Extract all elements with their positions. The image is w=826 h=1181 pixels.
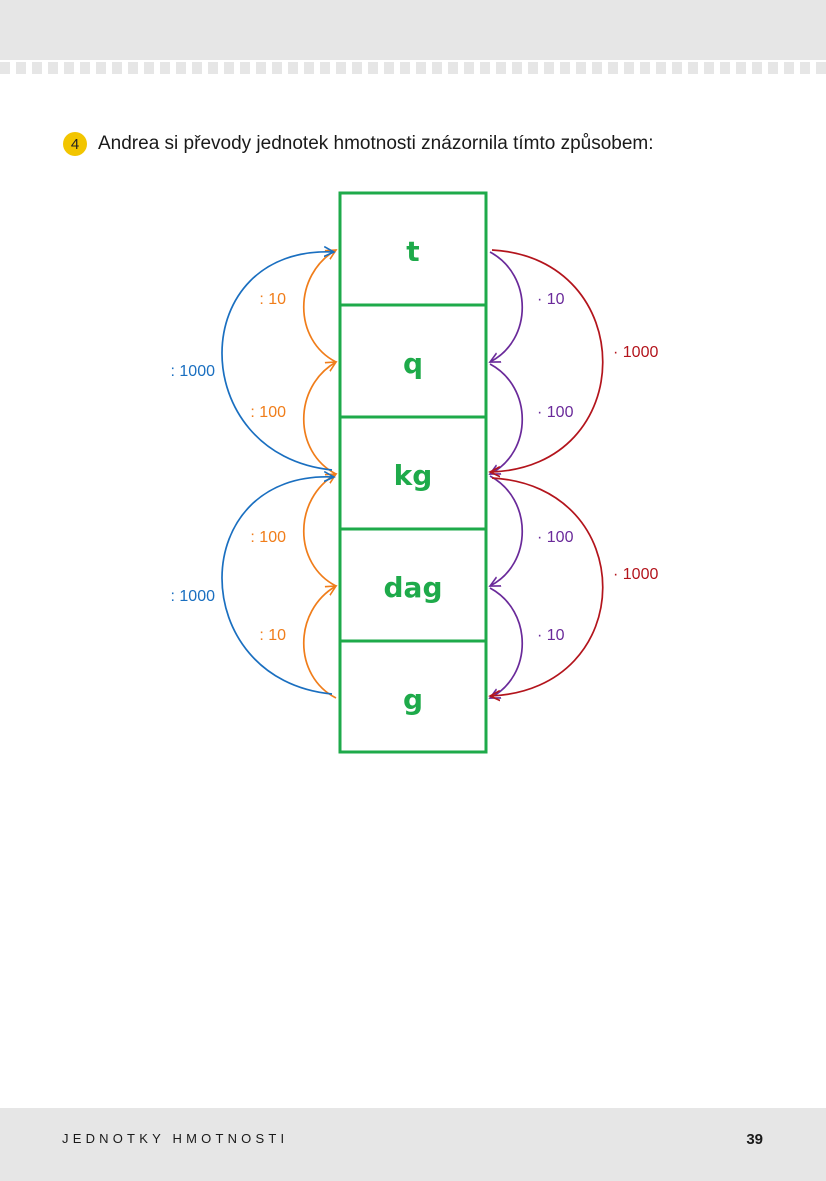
arrow-dag-to-g [490, 587, 523, 698]
arrow-kg-to-dag [490, 475, 523, 586]
unit-box-group [338, 191, 488, 754]
task-heading: 4 Andrea si převody jednotek hmotnosti z… [63, 131, 654, 157]
task-text: Andrea si převody jednotek hmotnosti zná… [98, 133, 654, 154]
header-band [0, 0, 826, 60]
label-multiply-q-to-kg: · 100 [537, 404, 574, 421]
unit-label-t: t [406, 235, 419, 268]
unit-label-kg: kg [394, 459, 433, 492]
task-number-badge: 4 [63, 132, 87, 156]
label-multiply-t-to-kg: · 1000 [613, 344, 658, 361]
unit-label-g: g [403, 683, 423, 716]
unit-box-g [338, 639, 488, 754]
arrow-g-to-kg [221, 477, 334, 695]
footer-section-title: JEDNOTKY HMOTNOSTI [62, 1131, 289, 1146]
page-number: 39 [746, 1131, 763, 1148]
label-divide-g-to-kg: : 1000 [171, 588, 216, 605]
unit-label-dag: dag [384, 571, 443, 604]
label-multiply-kg-to-dag: · 100 [537, 529, 574, 546]
arrow-g-to-dag [303, 586, 336, 699]
arrow-q-to-t [303, 250, 336, 363]
arrow-kg-to-t [221, 252, 334, 471]
arrow-kg-to-g [490, 477, 604, 696]
label-multiply-dag-to-g: · 10 [537, 627, 565, 644]
footer-band [0, 1108, 826, 1181]
label-divide-kg-to-t: : 1000 [171, 363, 216, 380]
label-divide-dag-to-kg: : 100 [250, 529, 286, 546]
label-multiply-t-to-q: · 10 [537, 291, 565, 308]
unit-label-q: q [403, 347, 423, 380]
label-divide-q-to-t: : 10 [259, 291, 286, 308]
arrow-kg-to-q [303, 362, 336, 475]
header-dashed-strip [0, 62, 826, 74]
label-divide-g-to-dag: : 10 [259, 627, 286, 644]
arrow-t-to-q [490, 251, 523, 362]
label-divide-kg-to-q: : 100 [250, 404, 286, 421]
arrow-t-to-kg [490, 249, 604, 472]
arrow-dag-to-kg [303, 474, 336, 587]
label-multiply-kg-to-g: · 1000 [613, 566, 658, 583]
arrow-q-to-kg [490, 363, 523, 474]
